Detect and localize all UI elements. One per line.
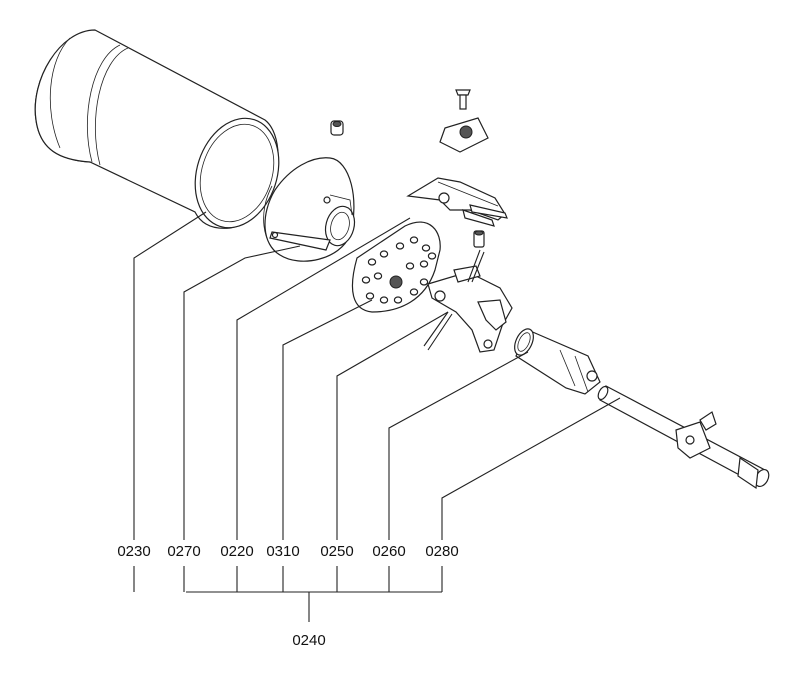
disc-hole — [405, 262, 415, 270]
leader-line-0270 — [183, 245, 301, 540]
assembly-label: 0240 — [292, 632, 325, 649]
leader-line-0230 — [133, 211, 207, 540]
part-label-0260: 0260 — [372, 543, 405, 560]
part-label-0230: 0230 — [117, 543, 150, 560]
disc-hole — [409, 236, 419, 244]
flange-drawing — [263, 120, 356, 262]
disc-hole — [373, 272, 383, 280]
leader-line-0250 — [336, 311, 449, 540]
disc-hole — [367, 258, 377, 266]
electrode-drawing — [406, 89, 508, 248]
leader-lines — [133, 211, 621, 592]
part-label-0270: 0270 — [167, 543, 200, 560]
disc-hole — [421, 244, 431, 252]
leader-line-0260 — [388, 351, 529, 540]
part-labels: 0230 0270 0220 0310 0250 0260 0280 — [117, 543, 458, 560]
leader-line-0310 — [282, 299, 373, 540]
disc-hole — [427, 252, 437, 260]
preheater-drawing — [514, 328, 601, 395]
disc-hole — [419, 260, 429, 268]
assembly-bracket — [186, 591, 442, 622]
part-label-0250: 0250 — [320, 543, 353, 560]
nozzle-holder-drawing — [423, 249, 513, 353]
leader-line-0220 — [236, 217, 411, 540]
disc-hole — [395, 242, 405, 250]
disc-hole — [419, 278, 429, 286]
disc-hole — [379, 250, 389, 258]
part-label-0310: 0310 — [266, 543, 299, 560]
burner-tube-drawing — [34, 29, 280, 229]
disc-hole — [365, 292, 375, 300]
disc-hole — [393, 296, 403, 304]
part-label-0280: 0280 — [425, 543, 458, 560]
oil-line-drawing — [597, 385, 770, 490]
disc-hole — [379, 296, 389, 304]
disc-hole — [361, 276, 371, 284]
baffle-disc-drawing — [351, 221, 441, 313]
leader-line-0280 — [441, 397, 621, 540]
disc-hole — [409, 288, 419, 296]
part-label-0220: 0220 — [220, 543, 253, 560]
